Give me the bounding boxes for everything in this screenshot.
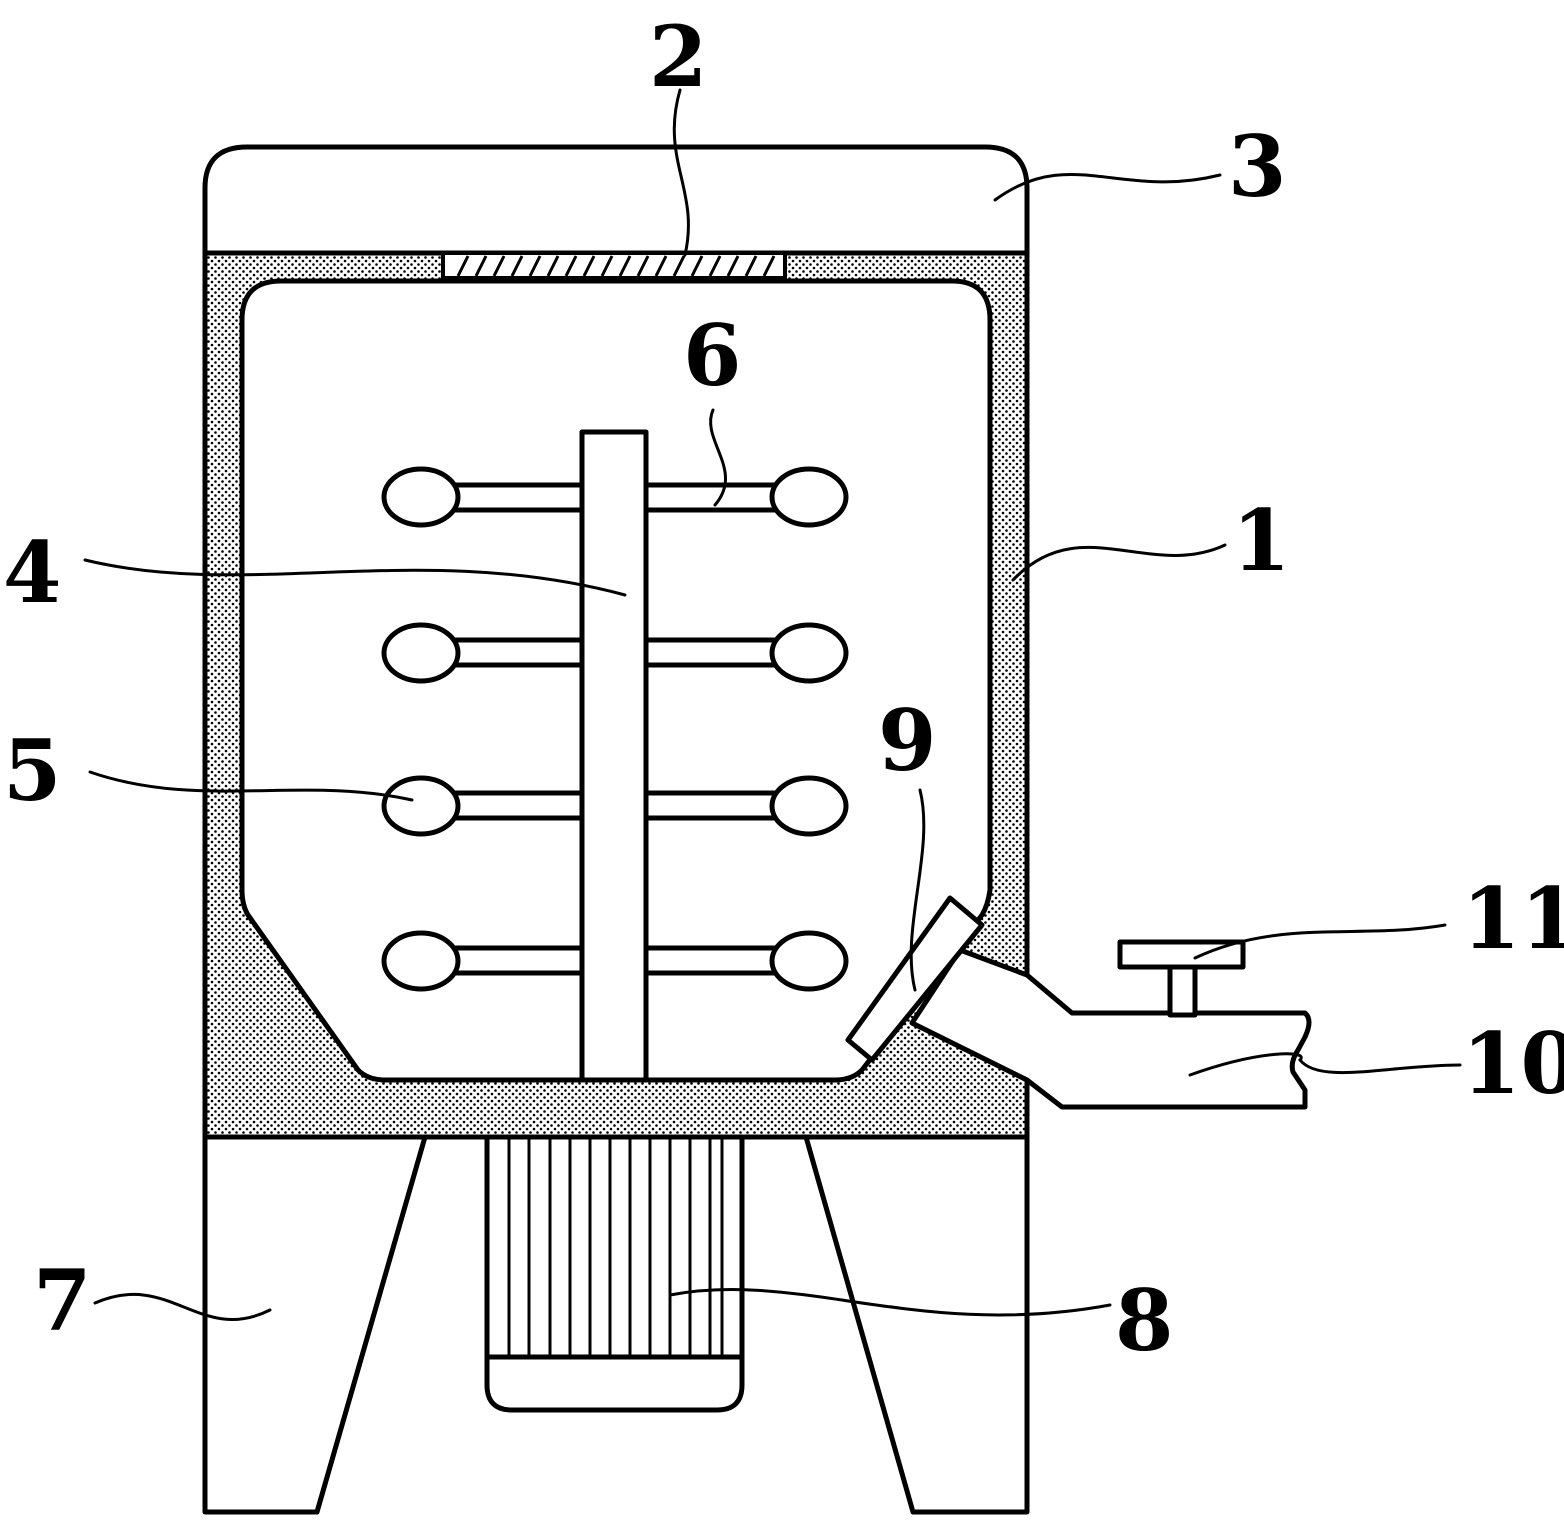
label-7: 7 [33, 1251, 91, 1350]
stirring-arms [437, 482, 787, 976]
label-6: 6 [683, 306, 741, 405]
filter-plate [441, 251, 787, 280]
leader-line-4 [83, 558, 627, 597]
stirring-balls [381, 466, 849, 992]
leader-line-2 [672, 88, 690, 257]
leader-line-7 [93, 1292, 272, 1322]
label-10: 10 [1462, 1014, 1564, 1113]
leader-line-1 [1011, 543, 1227, 582]
label-4: 4 [3, 523, 61, 622]
leader-line-11 [1193, 923, 1447, 960]
leader-line-8 [668, 1288, 1112, 1317]
support-leg-left [202, 1134, 428, 1515]
label-1: 1 [1232, 491, 1290, 590]
leader-line-6 [709, 408, 728, 507]
leader-line-10 [1188, 1052, 1462, 1077]
leader-lines [83, 88, 1462, 1322]
valve [1117, 939, 1246, 1018]
labels: 1 2 3 4 5 6 7 8 9 10 11 [3, 7, 1564, 1370]
label-5: 5 [3, 721, 61, 820]
stirring-shaft [579, 429, 649, 1083]
top-lid [202, 144, 1030, 256]
leader-line-3 [993, 173, 1222, 202]
leader-line-9 [909, 788, 926, 992]
label-3: 3 [1228, 117, 1286, 216]
label-8: 8 [1115, 1271, 1173, 1370]
label-2: 2 [649, 7, 707, 106]
filter-screen [845, 895, 985, 1063]
motor [484, 1134, 745, 1413]
leader-line-5 [88, 770, 414, 802]
support-leg-right [803, 1134, 1030, 1515]
label-11: 11 [1462, 869, 1564, 968]
label-9: 9 [878, 691, 936, 790]
